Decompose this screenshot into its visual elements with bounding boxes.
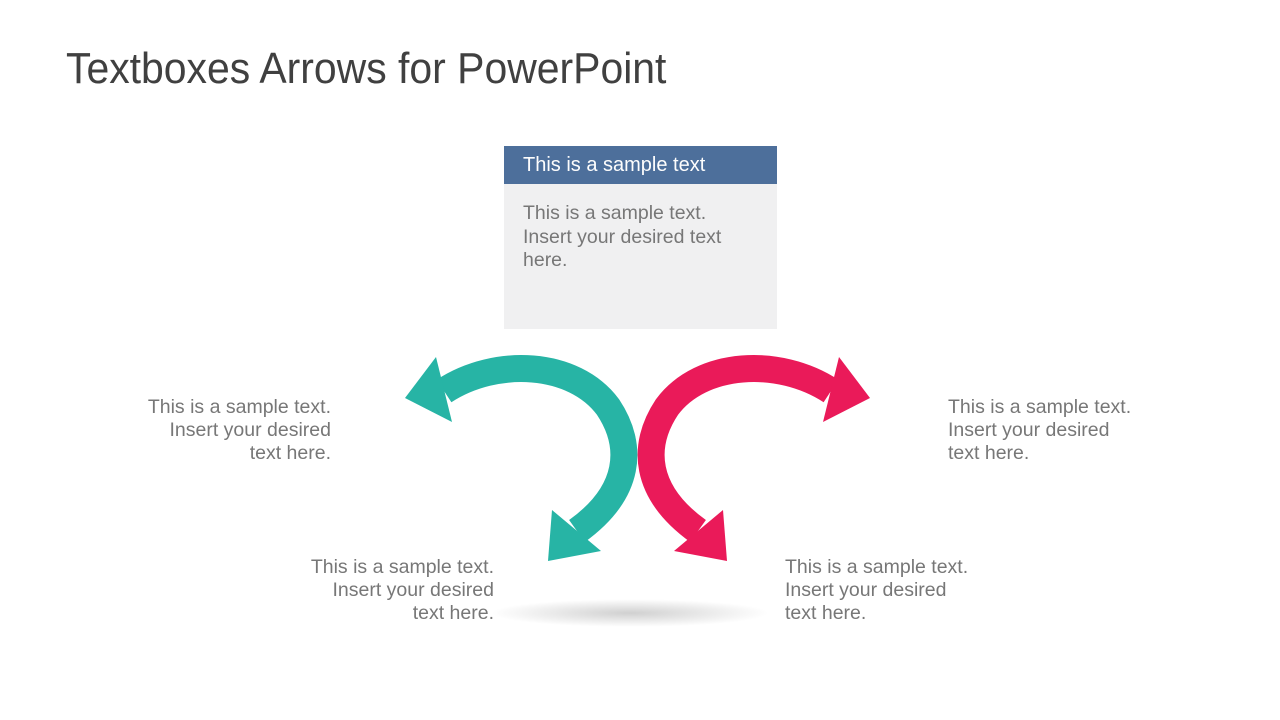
textbox-header: This is a sample text — [504, 146, 777, 184]
page-title: Textboxes Arrows for PowerPoint — [66, 44, 667, 93]
ground-shadow — [490, 599, 770, 627]
teal-arrowhead-upper-left — [405, 357, 452, 422]
textbox-body: This is a sample text. Insert your desir… — [504, 184, 777, 329]
pink-arrow-curve — [637, 355, 839, 542]
callout-left: This is a sample text. Insert your desir… — [147, 396, 331, 464]
sample-textbox: This is a sample text This is a sample t… — [504, 146, 777, 329]
teal-curved-arrow — [405, 355, 638, 561]
callout-bottom-right: This is a sample text. Insert your desir… — [785, 556, 969, 624]
callout-right: This is a sample text. Insert your desir… — [948, 396, 1132, 464]
pink-arrowhead-bottom — [674, 510, 727, 561]
teal-arrowhead-bottom — [548, 510, 601, 561]
pink-curved-arrow — [637, 355, 870, 561]
pink-arrowhead-upper-right — [823, 357, 870, 422]
callout-bottom-left: This is a sample text. Insert your desir… — [310, 556, 494, 624]
teal-arrow-curve — [436, 355, 638, 542]
